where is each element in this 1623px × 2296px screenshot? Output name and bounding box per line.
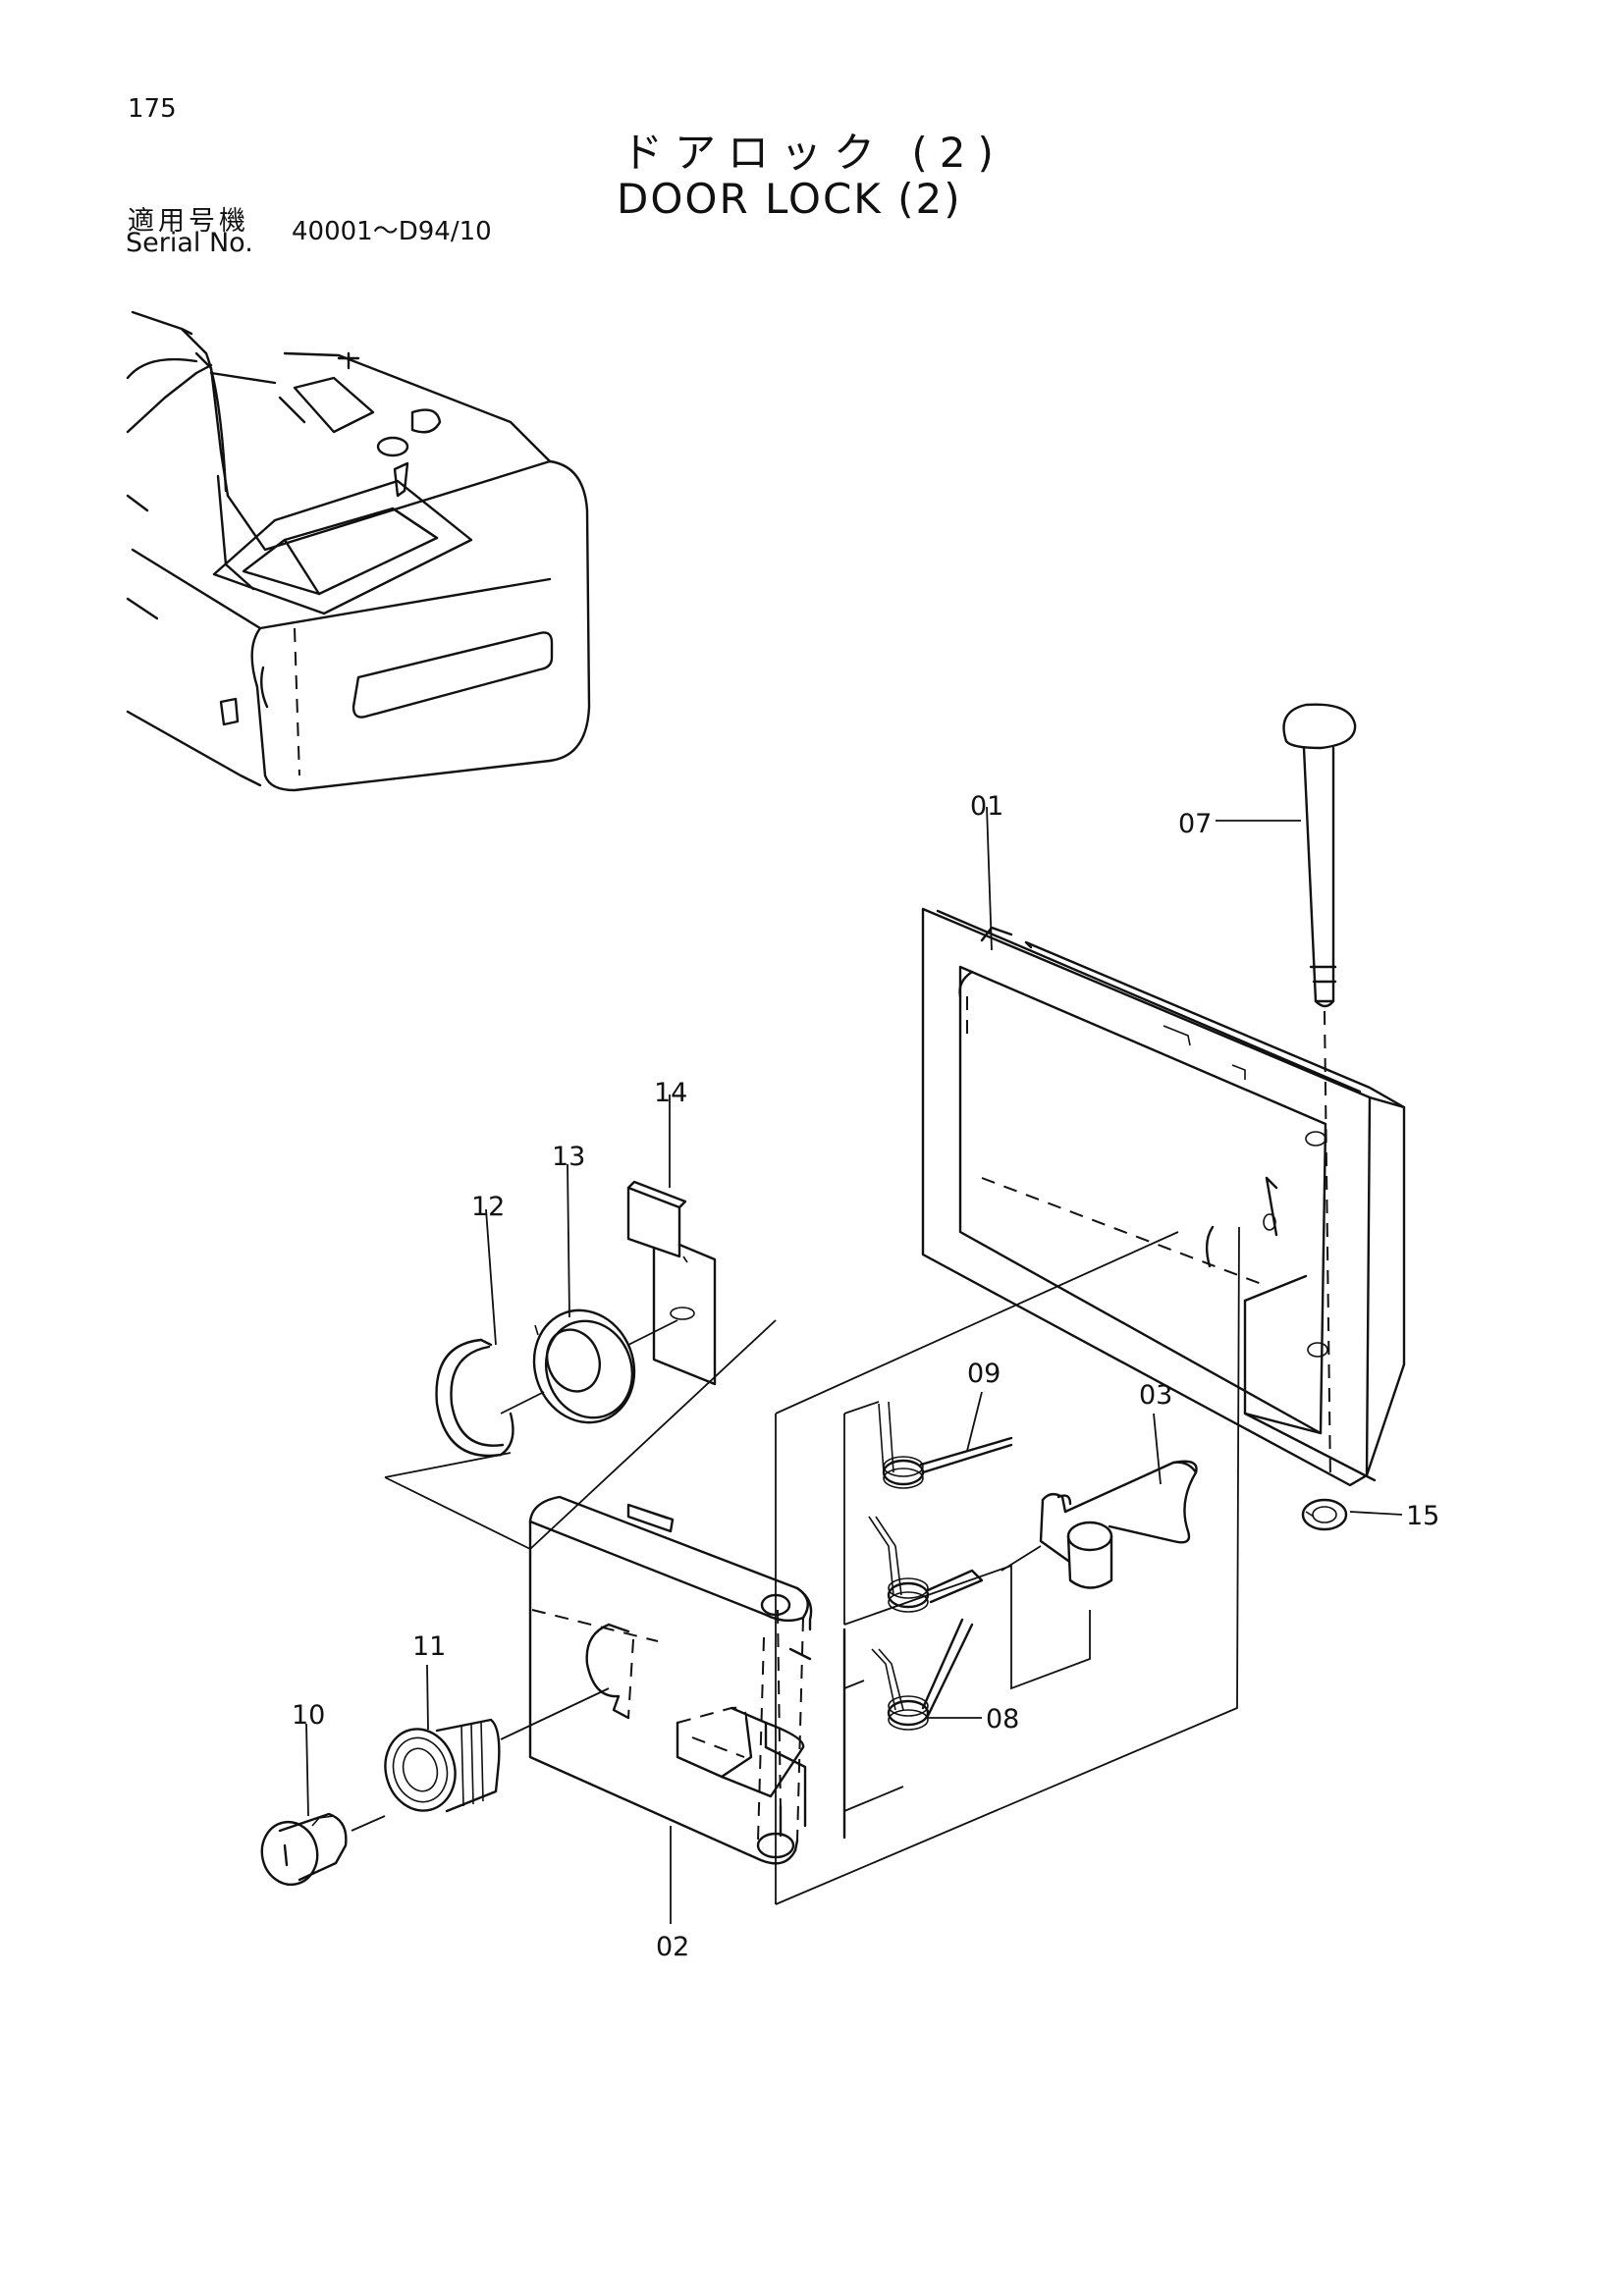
serial-range: 40001～D94/10 [292,217,492,246]
callout-14: 14 [654,1078,687,1108]
diagram-title: DOOR LOCK (2) [617,175,962,223]
callout-09: 09 [967,1359,1001,1389]
page-number: 175 [128,94,177,124]
part-14-plate [626,1180,717,1386]
callout-01: 01 [970,791,1003,822]
part-12-snap-ring [435,1338,514,1458]
part-03-lever [1039,1460,1198,1589]
part-09-spring [878,1401,1013,1489]
part-07-pin [1282,703,1357,1483]
part-02-lock-body [528,1495,846,1865]
part-10-key-cylinder [260,1812,348,1887]
part-15-ring [1301,1498,1348,1531]
diagram-title-japanese: ドアロック (2) [622,129,1005,177]
callout-13: 13 [552,1142,585,1172]
part-11-cylinder-nut [384,1718,501,1813]
part-13-nut [532,1308,636,1424]
callout-10: 10 [292,1700,325,1731]
callout-03: 03 [1139,1380,1172,1411]
serial-label-japanese: 適用号機 [128,206,249,237]
part-08-spring [868,1516,984,1731]
part-01-housing [921,907,1406,1487]
callout-12: 12 [471,1192,505,1222]
serial-label: Serial No. [126,228,253,258]
callout-02: 02 [656,1932,689,1962]
callout-11: 11 [412,1631,446,1662]
callout-07: 07 [1178,809,1212,839]
machine-overview-illustration [126,310,591,792]
assembly-guide-lines [775,1226,1240,1905]
callout-15: 15 [1406,1501,1439,1531]
callout-08: 08 [986,1704,1019,1735]
